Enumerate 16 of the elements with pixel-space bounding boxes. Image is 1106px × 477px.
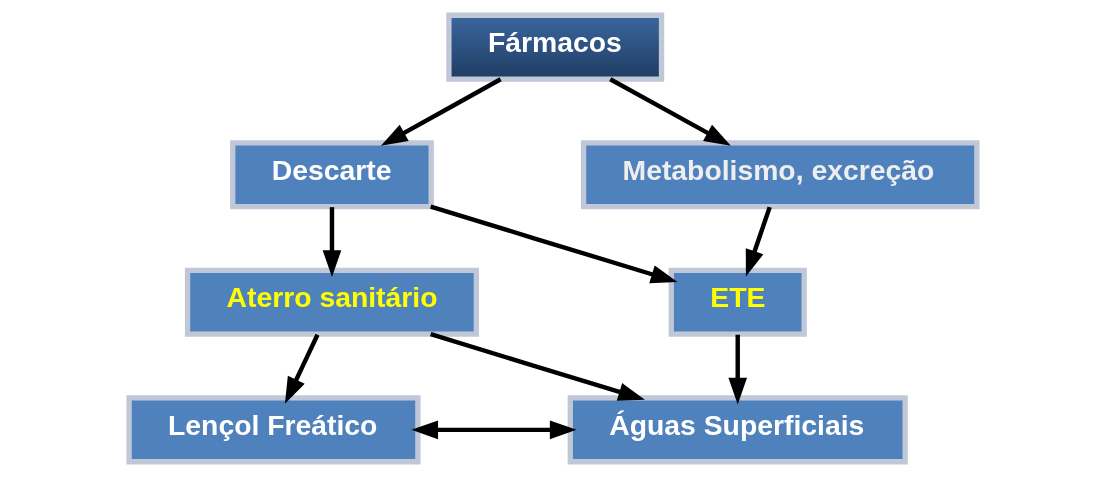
node-box: Águas Superficiais [567,395,908,465]
arrow [430,204,678,284]
node-box: Fármacos [446,12,665,82]
node-box: Aterro sanitário [184,267,480,337]
arrow [609,77,731,146]
node-box: Lençol Freático [126,395,421,465]
arrow [322,207,342,277]
arrow [411,420,577,440]
arrow [380,77,502,146]
arrow [430,332,645,401]
node-box: ETE [668,267,807,337]
arrow [728,334,748,405]
node-box: Metabolismo, excreção [580,140,980,210]
arrow [745,206,772,277]
node-box: Descarte [230,140,434,210]
arrow [284,333,320,404]
